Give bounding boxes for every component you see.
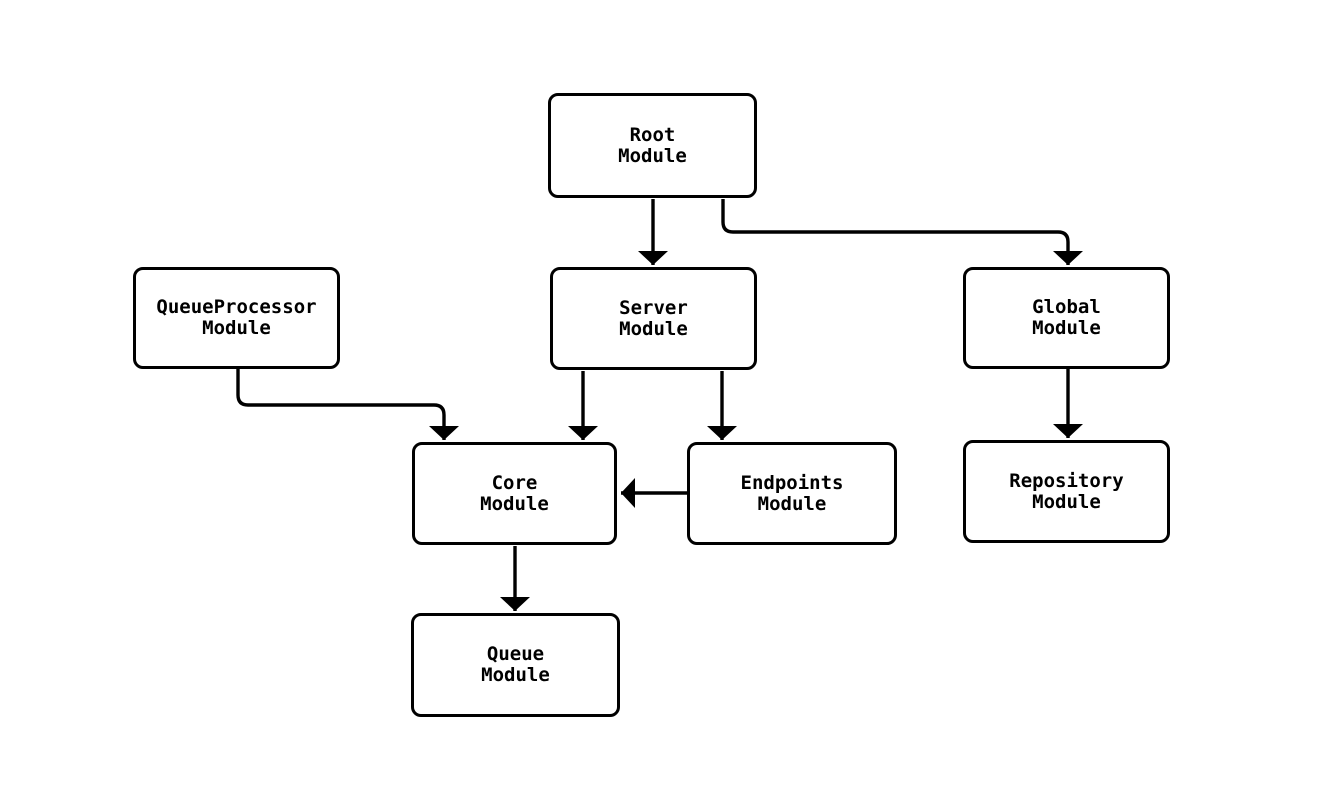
node-core-module-label: Core Module [480, 471, 549, 515]
node-global-module: Global Module [963, 267, 1170, 369]
node-server-module: Server Module [550, 267, 757, 370]
node-endpoints-module: Endpoints Module [687, 442, 897, 545]
node-queueprocessor-module: QueueProcessor Module [133, 267, 340, 369]
node-queue-module: Queue Module [411, 613, 620, 717]
node-global-module-label: Global Module [1032, 296, 1101, 339]
node-endpoints-module-label: Endpoints Module [740, 471, 844, 515]
node-queue-module-label: Queue Module [481, 643, 550, 686]
node-server-module-label: Server Module [619, 296, 688, 340]
node-queueprocessor-module-label: QueueProcessor Module [156, 296, 317, 339]
node-core-module: Core Module [412, 442, 617, 545]
node-repository-module: Repository Module [963, 440, 1170, 543]
edge-queueprocessor-to-core [236, 369, 459, 440]
edge-root-to-global [721, 199, 1083, 265]
node-repository-module-label: Repository Module [1009, 469, 1124, 513]
node-root-module: Root Module [548, 93, 757, 198]
node-root-module-label: Root Module [618, 123, 687, 167]
